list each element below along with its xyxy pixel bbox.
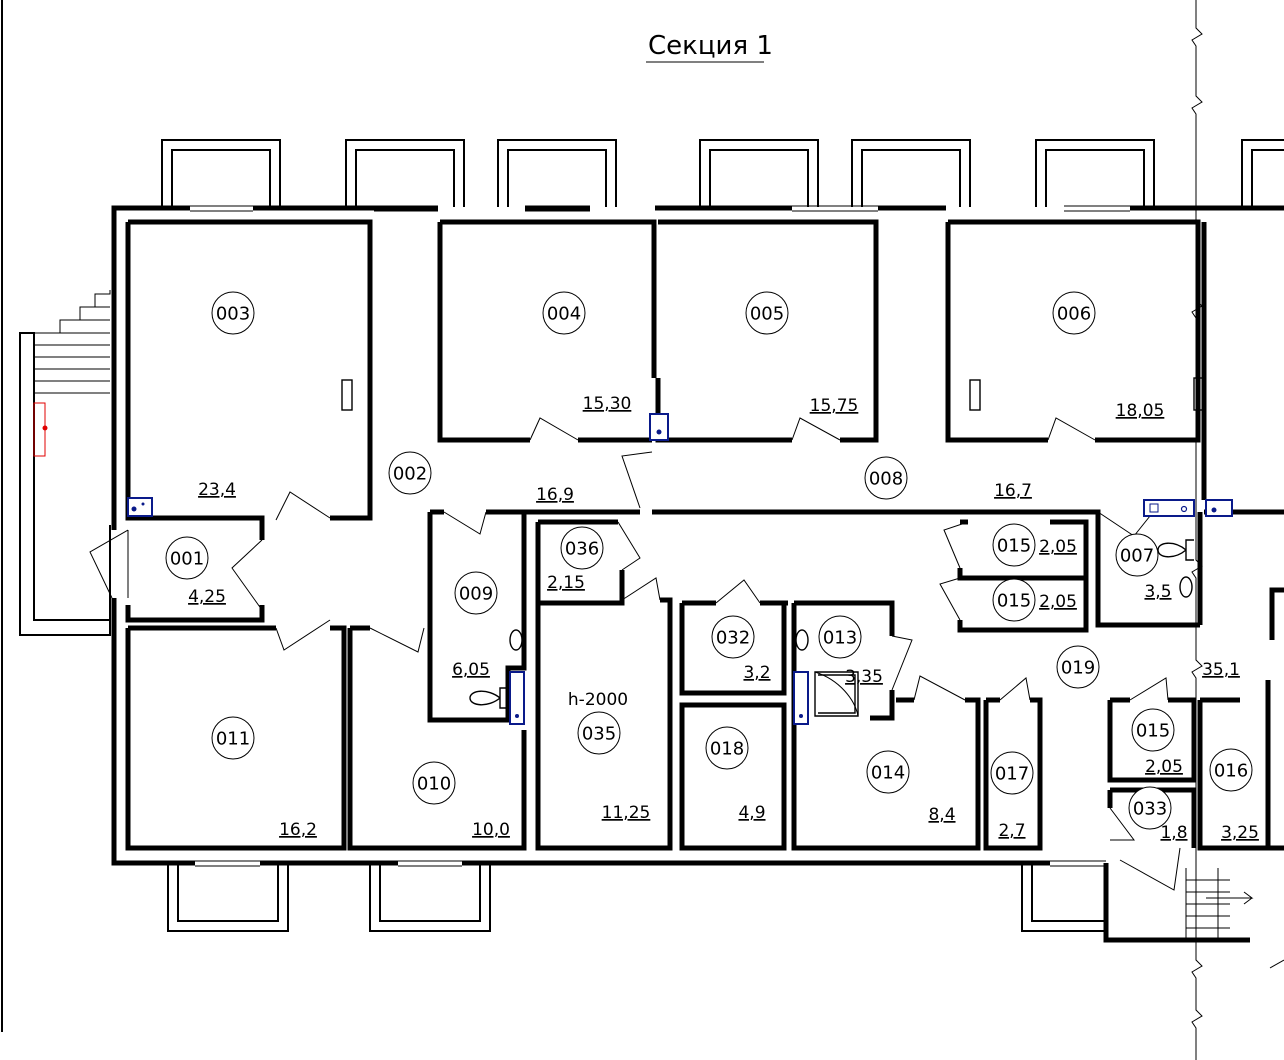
room-marker-032 bbox=[711, 615, 755, 659]
room-number-010: 010 bbox=[417, 774, 451, 795]
room-area-015: 2,05 bbox=[1039, 592, 1077, 612]
room-number-003: 003 bbox=[216, 304, 250, 325]
room-area-036: 2,15 bbox=[547, 573, 585, 593]
room-marker-004 bbox=[542, 291, 586, 335]
room-marker-019 bbox=[1056, 645, 1100, 689]
left-staircase bbox=[19, 290, 111, 636]
outer-walls bbox=[111, 205, 1284, 943]
room-number-017: 017 bbox=[995, 764, 1029, 785]
room-area-008: 16,7 bbox=[994, 481, 1032, 501]
room-number-015: 015 bbox=[997, 591, 1031, 612]
room-marker-005 bbox=[745, 291, 789, 335]
room-area-009: 6,05 bbox=[452, 660, 490, 680]
room-number-009: 009 bbox=[459, 584, 493, 605]
room-marker-003 bbox=[211, 291, 255, 335]
room-number-018: 018 bbox=[710, 739, 744, 760]
room-number-014: 014 bbox=[871, 763, 905, 784]
balconies-bottom bbox=[167, 865, 1106, 932]
room-area-013: 3,35 bbox=[845, 667, 883, 687]
room-area-002: 16,9 bbox=[536, 485, 574, 505]
room-number-035: 035 bbox=[582, 724, 616, 745]
room-marker-036 bbox=[560, 526, 604, 570]
room-number-033: 033 bbox=[1133, 799, 1167, 820]
room-marker-011 bbox=[211, 716, 255, 760]
room-area-011: 16,2 bbox=[279, 820, 317, 840]
room-marker-016 bbox=[1209, 748, 1253, 792]
room-area-007: 3,5 bbox=[1144, 582, 1171, 602]
room-marker-001 bbox=[165, 536, 209, 580]
room-marker-033 bbox=[1128, 786, 1172, 830]
room-number-015: 015 bbox=[997, 536, 1031, 557]
balconies-top bbox=[161, 139, 1284, 207]
room-marker-008 bbox=[864, 456, 908, 500]
room-marker-010 bbox=[412, 761, 456, 805]
room-marker-015 bbox=[1131, 708, 1175, 752]
room-area-006: 18,05 bbox=[1116, 401, 1165, 421]
room-number-004: 004 bbox=[547, 304, 581, 325]
break-line bbox=[1191, 0, 1203, 1060]
sanitary-fixtures bbox=[127, 377, 1233, 725]
room-area-004: 15,30 bbox=[583, 394, 632, 414]
room-number-006: 006 bbox=[1057, 304, 1091, 325]
room-area-033: 1,8 bbox=[1160, 823, 1187, 843]
room-area-015: 2,05 bbox=[1145, 757, 1183, 777]
room-number-019: 019 bbox=[1061, 658, 1095, 679]
room-marker-017 bbox=[990, 751, 1034, 795]
room-marker-007 bbox=[1115, 533, 1159, 577]
room-number-002: 002 bbox=[393, 464, 427, 485]
room-number-005: 005 bbox=[750, 304, 784, 325]
room-number-036: 036 bbox=[565, 539, 599, 560]
room-number-013: 013 bbox=[823, 628, 857, 649]
room-marker-002 bbox=[388, 451, 432, 495]
room-number-015: 015 bbox=[1136, 721, 1170, 742]
room-number-011: 011 bbox=[216, 729, 250, 750]
room-number-016: 016 bbox=[1214, 761, 1248, 782]
room-area-016: 3,25 bbox=[1221, 823, 1259, 843]
room-area-005: 15,75 bbox=[810, 396, 859, 416]
room-marker-015 bbox=[992, 523, 1036, 567]
room-area-010: 10,0 bbox=[472, 820, 510, 840]
section-title: Секция 1 bbox=[648, 31, 773, 61]
room-number-001: 001 bbox=[170, 549, 204, 570]
room-area-015: 2,05 bbox=[1039, 537, 1077, 557]
room-marker-006 bbox=[1052, 291, 1096, 335]
room-number-032: 032 bbox=[716, 628, 750, 649]
right-staircase bbox=[1185, 868, 1284, 969]
room-marker-013 bbox=[818, 615, 862, 659]
room-area-018: 4,9 bbox=[738, 803, 765, 823]
room-area-017: 2,7 bbox=[998, 821, 1025, 841]
room-labels: 001 4,25 002 16,9 003 23,4 004 15,30 005 15,75 006… bbox=[165, 291, 1259, 843]
room-number-008: 008 bbox=[869, 469, 903, 490]
room-area-035: 11,25 bbox=[602, 803, 651, 823]
room-area-003: 23,4 bbox=[198, 480, 236, 500]
door-swings bbox=[89, 417, 1181, 891]
room-marker-009 bbox=[454, 571, 498, 615]
room-marker-018 bbox=[705, 726, 749, 770]
room-area-019: 35,1 bbox=[1202, 660, 1240, 680]
room-area-032: 3,2 bbox=[743, 663, 770, 683]
interior-walls bbox=[125, 219, 1284, 851]
room-marker-015 bbox=[992, 578, 1036, 622]
room-marker-014 bbox=[866, 750, 910, 794]
room-marker-035 bbox=[577, 711, 621, 755]
room-area-014: 8,4 bbox=[928, 805, 955, 825]
room-area-001: 4,25 bbox=[188, 587, 226, 607]
room-height-note-035: h-2000 bbox=[568, 690, 628, 710]
room-number-007: 007 bbox=[1120, 546, 1154, 567]
